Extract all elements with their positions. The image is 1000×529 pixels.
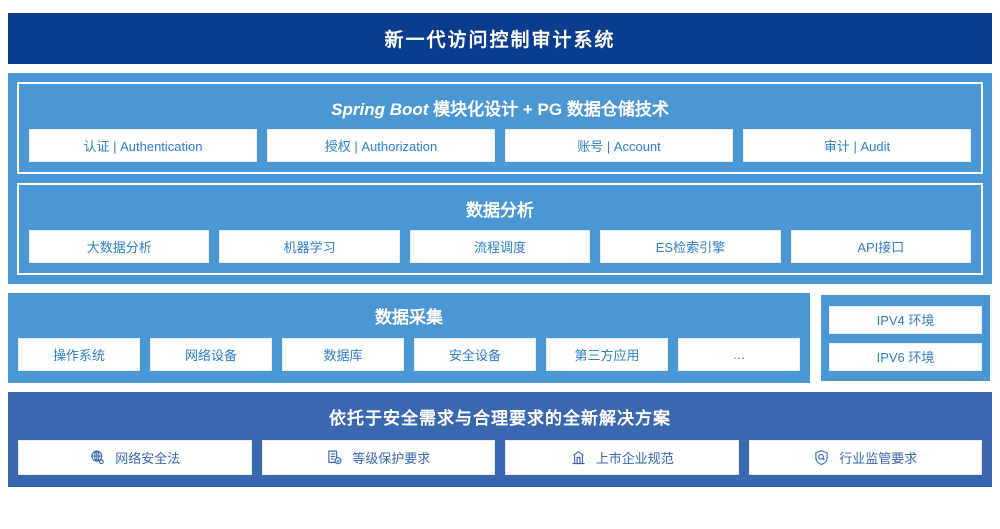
globe-network-icon xyxy=(89,449,106,466)
data-analysis-panel: 数据分析 大数据分析 机器学习 流程调度 ES检索引擎 API接口 xyxy=(17,183,983,275)
spring-boot-panel: Spring Boot 模块化设计 + PG 数据仓储技术 认证 | Authe… xyxy=(17,82,983,174)
collection-item-security-device[interactable]: 安全设备 xyxy=(414,338,536,371)
analysis-item-process-scheduling[interactable]: 流程调度 xyxy=(409,230,591,263)
collection-item-network-device[interactable]: 网络设备 xyxy=(150,338,272,371)
shield-search-icon xyxy=(813,449,830,466)
platform-layer: Spring Boot 模块化设计 + PG 数据仓储技术 认证 | Authe… xyxy=(8,73,992,284)
platform-item-audit[interactable]: 审计 | Audit xyxy=(743,129,971,162)
compliance-item-label: 上市企业规范 xyxy=(595,451,674,466)
data-collection-item-row: 操作系统 网络设备 数据库 安全设备 第三方应用 … xyxy=(18,338,800,371)
compliance-item-label: 网络安全法 xyxy=(115,451,181,466)
compliance-item-listed-company-standard[interactable]: 上市企业规范 xyxy=(505,440,739,475)
environment-item-ipv4[interactable]: IPV4 环境 xyxy=(829,305,982,334)
collection-item-operating-system[interactable]: 操作系统 xyxy=(18,338,140,371)
spring-boot-item-row: 认证 | Authentication 授权 | Authorization 账… xyxy=(29,129,971,162)
page-title: 新一代访问控制审计系统 xyxy=(384,30,616,51)
compliance-item-classified-protection[interactable]: 等级保护要求 xyxy=(261,440,495,475)
data-collection-panel: 数据采集 操作系统 网络设备 数据库 安全设备 第三方应用 … xyxy=(8,293,810,383)
compliance-title: 依托于安全需求与合理要求的全新解决方案 xyxy=(329,409,671,428)
compliance-item-row: 网络安全法 等级保护要求 xyxy=(18,440,982,475)
data-collection-title: 数据采集 xyxy=(375,308,443,327)
header-bar: 新一代访问控制审计系统 xyxy=(8,13,992,64)
platform-item-authentication[interactable]: 认证 | Authentication xyxy=(29,129,257,162)
compliance-item-label: 行业监管要求 xyxy=(839,451,918,466)
collection-item-third-party-app[interactable]: 第三方应用 xyxy=(546,338,668,371)
data-analysis-panel-title: 数据分析 xyxy=(29,193,971,230)
spring-boot-title-rest: 模块化设计 + PG 数据仓储技术 xyxy=(428,100,669,119)
spring-boot-panel-title: Spring Boot 模块化设计 + PG 数据仓储技术 xyxy=(29,92,971,129)
environment-item-ipv6[interactable]: IPV6 环境 xyxy=(829,342,982,371)
platform-item-account[interactable]: 账号 | Account xyxy=(505,129,733,162)
collection-item-database[interactable]: 数据库 xyxy=(282,338,404,371)
spring-boot-title-italic: Spring Boot xyxy=(331,100,429,119)
compliance-layer: 依托于安全需求与合理要求的全新解决方案 网络安全法 xyxy=(8,392,992,487)
environment-panel: IPV4 环境 IPV6 环境 xyxy=(819,293,992,383)
platform-item-authorization[interactable]: 授权 | Authorization xyxy=(267,129,495,162)
analysis-item-es-search-engine[interactable]: ES检索引擎 xyxy=(600,230,781,263)
analysis-item-big-data[interactable]: 大数据分析 xyxy=(29,230,210,263)
collection-item-more[interactable]: … xyxy=(678,338,800,371)
compliance-item-cybersecurity-law[interactable]: 网络安全法 xyxy=(18,440,252,475)
data-analysis-item-row: 大数据分析 机器学习 流程调度 ES检索引擎 API接口 xyxy=(29,230,972,263)
bank-building-icon xyxy=(570,449,587,466)
analysis-item-api[interactable]: API接口 xyxy=(790,230,972,263)
compliance-item-label: 等级保护要求 xyxy=(352,451,431,466)
document-check-icon xyxy=(326,449,343,466)
compliance-item-industry-regulation[interactable]: 行业监管要求 xyxy=(748,440,982,475)
data-analysis-title-rest: 数据分析 xyxy=(466,201,534,220)
analysis-item-machine-learning[interactable]: 机器学习 xyxy=(219,230,400,263)
collection-layer: 数据采集 操作系统 网络设备 数据库 安全设备 第三方应用 … IPV4 环境 … xyxy=(8,293,992,383)
